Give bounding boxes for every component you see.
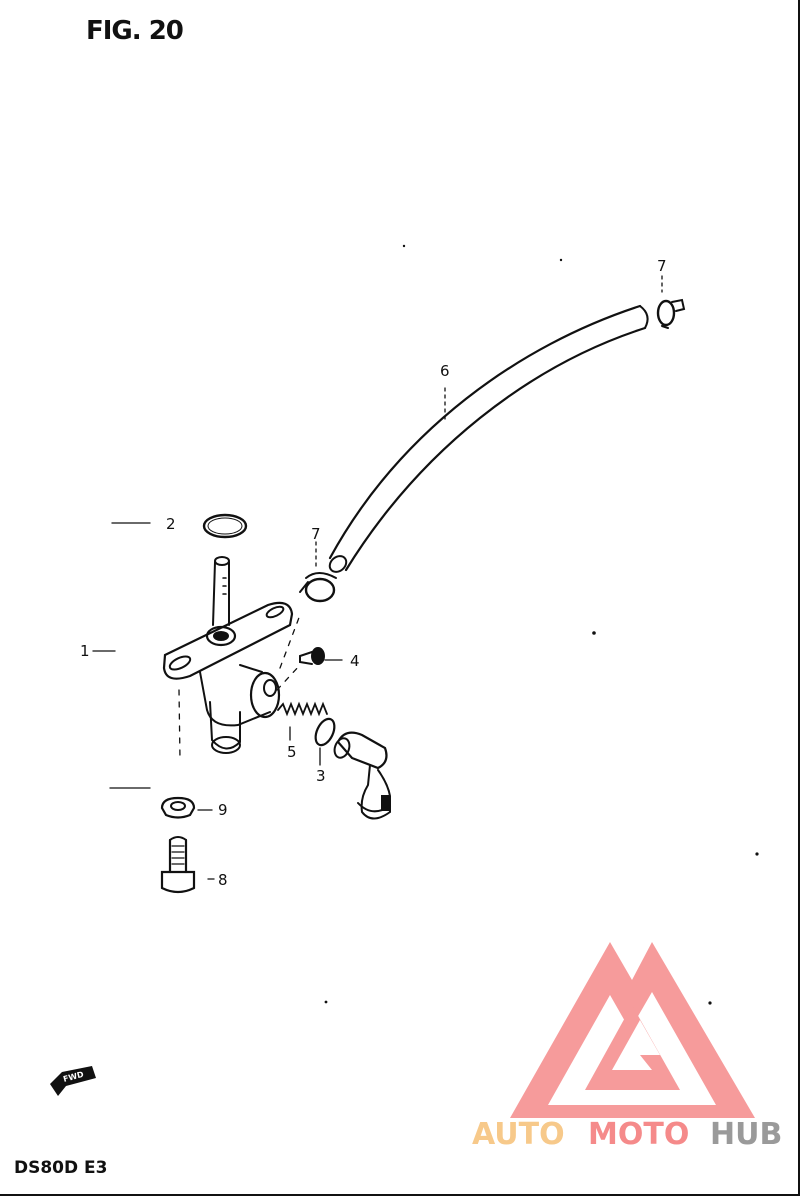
watermark-hub: HUB	[710, 1117, 782, 1152]
scan-specks	[324, 244, 759, 1005]
hose-clamp-top-part-7	[656, 298, 686, 329]
callout-9: 9	[218, 801, 228, 819]
cup-washer-part-9	[160, 796, 196, 819]
callout-5: 5	[287, 743, 297, 761]
forward-arrow-icon: FWD	[50, 1066, 96, 1096]
callout-7-top: 7	[657, 257, 667, 275]
callout-7-lower: 7	[311, 525, 321, 543]
watermark-moto: MOTO	[588, 1117, 689, 1152]
callout-leaders	[92, 275, 663, 880]
cock-lever	[333, 731, 391, 820]
callout-4: 4	[350, 652, 360, 670]
assembly-guide-lines	[178, 614, 301, 761]
bolt-part-8	[160, 836, 196, 894]
screw-part-4	[299, 647, 325, 665]
callout-2: 2	[166, 515, 176, 533]
o-ring-part-2	[202, 513, 248, 539]
callout-3: 3	[316, 767, 326, 785]
callout-numbers: 1 2 3 4 5 6 7 7 8 9	[80, 257, 667, 889]
hose-clamp-lower-part-7	[299, 572, 337, 603]
callout-6: 6	[440, 362, 450, 380]
model-code: DS80D E3	[14, 1158, 108, 1178]
fuel-hose-part-6	[328, 304, 649, 573]
spring-part-5	[277, 701, 328, 717]
callout-8: 8	[218, 871, 228, 889]
callout-1: 1	[80, 642, 90, 660]
fuel-cock-part-1	[162, 556, 294, 754]
washer-part-3	[314, 717, 336, 747]
automotohub-wordmark: AUTO MOTO HUB	[472, 1117, 782, 1152]
automotohub-logo-icon	[510, 942, 755, 1118]
watermark-auto: AUTO	[472, 1117, 565, 1152]
figure-title: FIG. 20	[86, 16, 184, 46]
